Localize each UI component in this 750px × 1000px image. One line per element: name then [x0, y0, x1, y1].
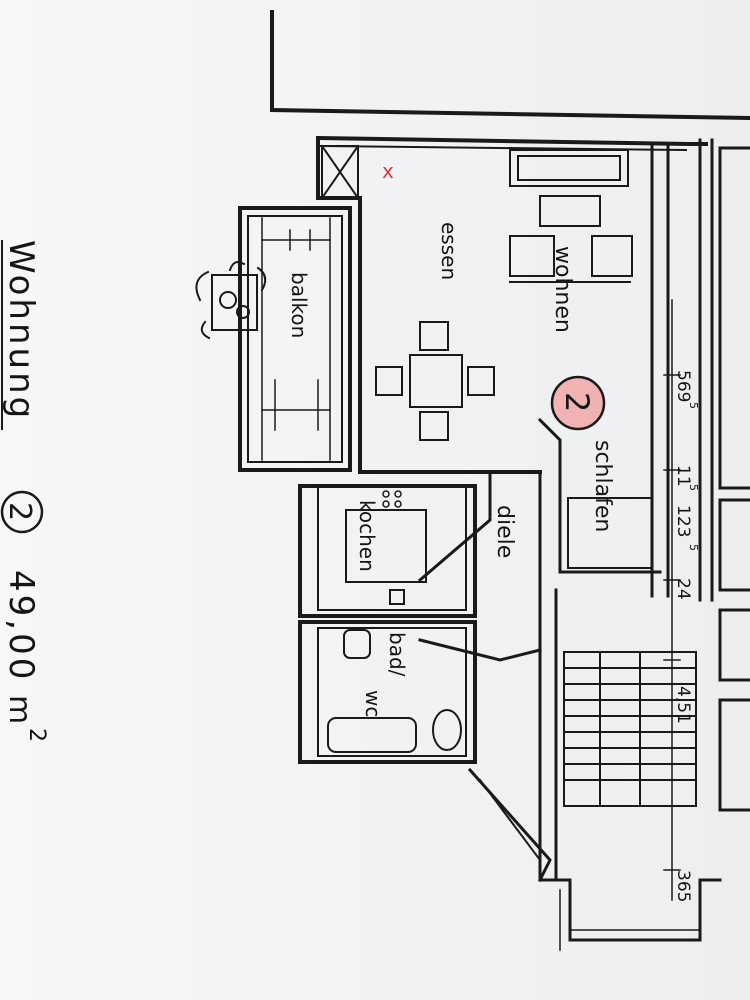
room-label-balkon: balkon — [287, 272, 311, 338]
balcony-outline — [238, 206, 352, 472]
dimension-lines — [663, 299, 681, 901]
hallway-walls — [417, 470, 558, 883]
unit-marker: 2 — [550, 375, 606, 431]
right-walls — [718, 146, 750, 812]
area-exponent: 2 — [24, 728, 49, 742]
bathroom-outline — [298, 620, 477, 764]
room-label-wohnen: wohnen — [550, 246, 575, 333]
neighbour-wall-top — [269, 10, 750, 121]
dining-table — [375, 321, 495, 441]
plant-symbol — [195, 261, 267, 340]
staircase — [563, 651, 697, 807]
dimension-label-5: 4,51 — [673, 686, 693, 724]
unit-number: 2 — [2, 502, 37, 521]
shaft — [320, 144, 360, 200]
room-label-kochen: kochen — [355, 500, 379, 572]
room-label-wc: wc — [361, 690, 385, 717]
dimension-label-1: 569 — [673, 370, 693, 402]
area-unit: m — [2, 695, 37, 724]
room-label-diele: diele — [492, 505, 517, 558]
title-label: Wohnung — [1, 240, 41, 421]
room-label-essen: essen — [437, 222, 461, 280]
red-x-mark: x — [382, 159, 394, 183]
kitchen-outline — [298, 484, 477, 618]
room-label-bad: bad/ — [385, 632, 409, 677]
unit-number-circle — [0, 490, 44, 534]
dimension-label-3-sup: 5 — [687, 544, 700, 551]
living-furniture — [509, 149, 633, 283]
area-value: 49,00 — [1, 570, 41, 682]
dimension-label-2-sup: 5 — [687, 484, 700, 491]
dimension-label-4: 24 — [673, 578, 693, 600]
dimension-label-6: 365 — [673, 870, 693, 902]
title-block: Wohnung 2 49,00 m 2 — [0, 240, 49, 742]
dimension-label-1-sup: 5 — [687, 402, 700, 409]
dimension-label-3: 123 — [673, 505, 693, 537]
bedroom-walls — [537, 144, 670, 598]
unit-marker-number: 2 — [558, 392, 596, 412]
entry-landing — [538, 878, 722, 951]
dimension-label-2: 11 — [673, 465, 693, 487]
room-label-schlafen: schlafen — [590, 440, 615, 532]
